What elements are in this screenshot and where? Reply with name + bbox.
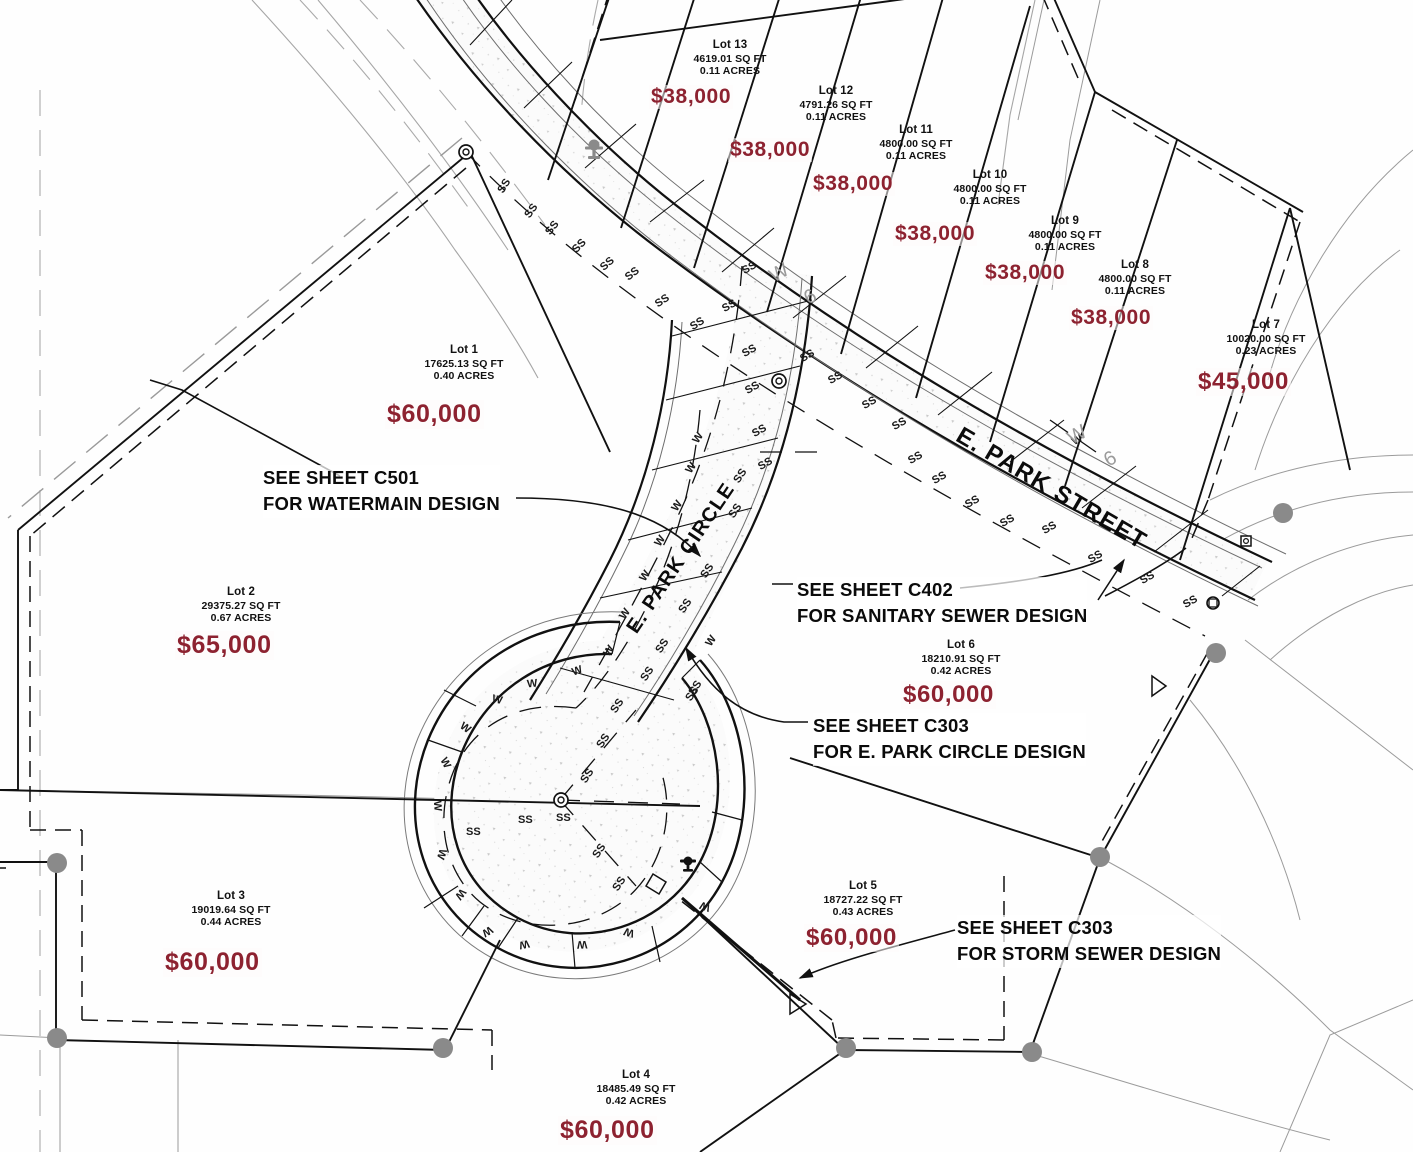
property-corner-nodes	[47, 503, 1293, 1062]
callout-leaders	[149, 379, 1187, 979]
sanitary-sewer-main	[465, 151, 1206, 887]
pavement-surface	[417, 0, 1268, 952]
west-block-lines	[0, 151, 701, 1051]
easement-lines	[39, 0, 599, 1152]
corner-node	[47, 853, 67, 873]
corner-node	[1273, 503, 1293, 523]
watermain	[443, 409, 1097, 926]
cul-de-sac-offset	[403, 611, 756, 980]
row-curves	[251, 0, 1036, 379]
cul-de-sac-outline	[413, 620, 746, 970]
road-offset-lines	[426, 0, 1287, 607]
circle-leg-edges	[529, 275, 814, 723]
west-block-setbacks	[0, 167, 493, 1070]
corner-node	[1090, 847, 1110, 867]
corner-node	[1206, 643, 1226, 663]
corner-node	[433, 1038, 453, 1058]
circle-leg-joint-ticks	[559, 299, 813, 701]
sanitary-manholes	[458, 144, 1252, 808]
west-row-dashline	[7, 137, 463, 519]
corner-node	[836, 1038, 856, 1058]
corner-node	[47, 1028, 67, 1048]
north-block-lot-lines	[547, 0, 1351, 561]
flared-end-symbols	[644, 674, 1168, 1016]
hydrant-icons	[585, 139, 696, 872]
southeast-block-lines	[681, 651, 1215, 1152]
southeast-setbacks	[679, 651, 1209, 1041]
north-block-setbacks	[574, 0, 1301, 539]
circle-leg-offset	[545, 277, 803, 717]
street-joint-ticks	[469, 0, 1261, 597]
corner-node	[1022, 1042, 1042, 1062]
